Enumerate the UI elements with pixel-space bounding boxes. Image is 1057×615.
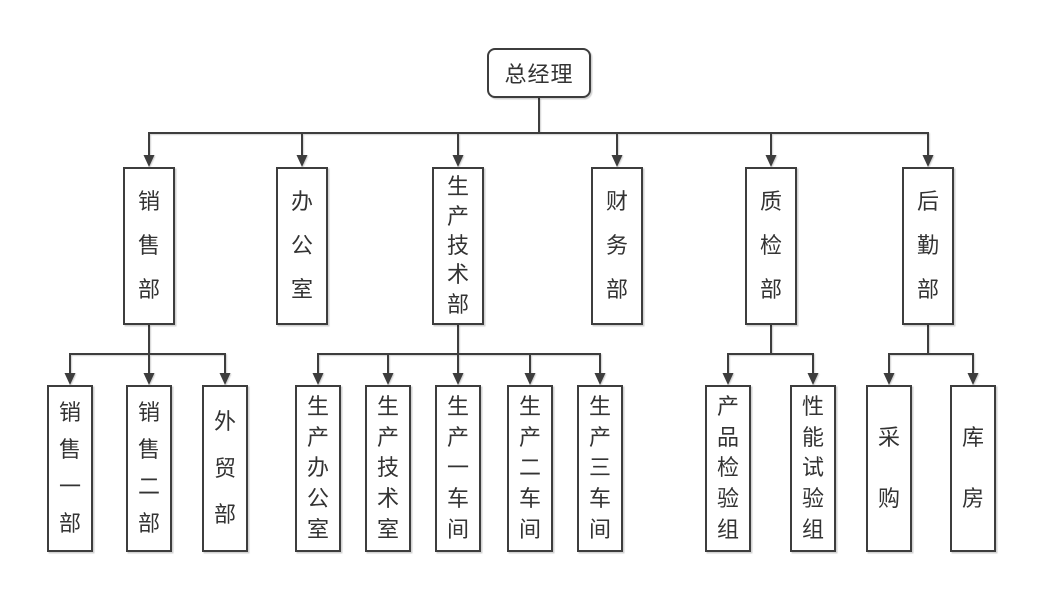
node-warehouse: 库房 <box>950 385 996 552</box>
node-sales-division-2: 销售二部 <box>126 385 172 552</box>
node-purchasing-label: 采购 <box>877 424 900 512</box>
node-general-manager: 总经理 <box>487 48 591 98</box>
node-product-inspection-group: 产品检验组 <box>705 385 751 552</box>
node-sales-division-2-label: 销售二部 <box>137 400 160 536</box>
node-workshop-1: 生产一车间 <box>435 385 481 552</box>
node-production-tech-room-label: 生产技术室 <box>376 393 399 543</box>
node-performance-test-group-label: 性能试验组 <box>801 393 824 543</box>
connector-line-group <box>69 98 974 374</box>
node-workshop-3-label: 生产三车间 <box>588 393 611 543</box>
node-workshop-2-label: 生产二车间 <box>518 393 541 543</box>
node-workshop-3: 生产三车间 <box>577 385 623 552</box>
node-office-label: 办公室 <box>290 189 313 302</box>
node-sales-division-1: 销售一部 <box>47 385 93 552</box>
node-foreign-trade-dept-label: 外贸部 <box>213 409 236 527</box>
node-finance-dept-label: 财务部 <box>605 189 628 302</box>
node-production-office-label: 生产办公室 <box>306 393 329 543</box>
node-sales-dept: 销售部 <box>123 167 175 325</box>
node-performance-test-group: 性能试验组 <box>790 385 836 552</box>
node-warehouse-label: 库房 <box>961 424 984 512</box>
node-office: 办公室 <box>276 167 328 325</box>
node-quality-dept: 质检部 <box>745 167 797 325</box>
node-production-tech-room: 生产技术室 <box>365 385 411 552</box>
node-purchasing: 采购 <box>866 385 912 552</box>
node-workshop-2: 生产二车间 <box>507 385 553 552</box>
node-logistics-dept-label: 后勤部 <box>916 189 939 302</box>
node-production-tech-dept: 生产技术部 <box>432 167 484 325</box>
arrowhead-group <box>64 155 979 385</box>
node-sales-dept-label: 销售部 <box>137 189 160 302</box>
node-production-office: 生产办公室 <box>295 385 341 552</box>
node-finance-dept: 财务部 <box>591 167 643 325</box>
node-production-tech-dept-label: 生产技术部 <box>446 174 469 317</box>
node-workshop-1-label: 生产一车间 <box>446 393 469 543</box>
node-logistics-dept: 后勤部 <box>902 167 954 325</box>
node-quality-dept-label: 质检部 <box>759 189 782 302</box>
node-general-manager-label: 总经理 <box>504 62 574 87</box>
node-sales-division-1-label: 销售一部 <box>58 400 81 536</box>
node-product-inspection-group-label: 产品检验组 <box>716 393 739 543</box>
node-foreign-trade-dept: 外贸部 <box>202 385 248 552</box>
